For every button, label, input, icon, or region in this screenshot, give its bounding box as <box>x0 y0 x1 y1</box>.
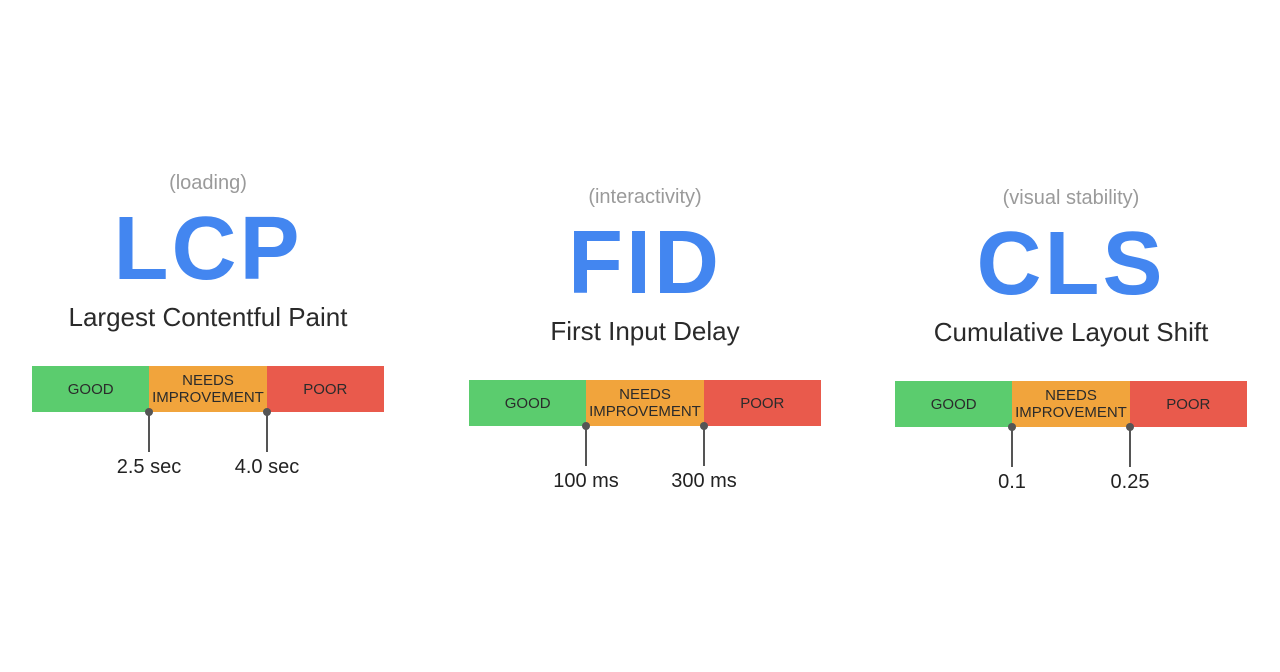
segment-good: GOOD <box>895 381 1013 427</box>
marker-dot <box>145 408 153 416</box>
marker-dot <box>700 422 708 430</box>
marker-line <box>585 426 587 466</box>
marker-line <box>148 412 150 452</box>
segment-poor: POOR <box>266 366 384 412</box>
metric-lcp: (loading) LCP Largest Contentful Paint G… <box>32 170 384 478</box>
marker-dot <box>582 422 590 430</box>
segment-good: GOOD <box>32 366 150 412</box>
segment-needs-improvement: NEEDS IMPROVEMENT <box>149 366 267 412</box>
segment-needs-improvement: NEEDS IMPROVEMENT <box>1012 381 1130 427</box>
segment-poor: POOR <box>703 380 821 426</box>
metric-abbreviation: FID <box>568 213 722 313</box>
marker-line <box>266 412 268 452</box>
threshold-label-good: 0.1 <box>998 471 1026 493</box>
metric-abbreviation: LCP <box>113 199 303 299</box>
marker-dot <box>263 408 271 416</box>
marker-dot <box>1126 423 1134 431</box>
threshold-label-good: 2.5 sec <box>116 456 182 478</box>
threshold-label-poor: 4.0 sec <box>234 456 300 478</box>
marker-dot <box>1008 423 1016 431</box>
threshold-label-poor: 0.25 <box>1110 471 1150 493</box>
threshold-label-good: 100 ms <box>553 470 619 492</box>
metric-subtitle: (loading) <box>169 172 247 194</box>
segment-needs-improvement: NEEDS IMPROVEMENT <box>586 380 704 426</box>
metric-abbreviation: CLS <box>976 214 1166 314</box>
threshold-bar: GOOD NEEDS IMPROVEMENT POOR 0.1 0.25 <box>895 381 1247 493</box>
segment-good: GOOD <box>469 380 587 426</box>
metric-full-name: First Input Delay <box>550 316 740 346</box>
metric-fid: (interactivity) FID First Input Delay GO… <box>469 184 821 492</box>
threshold-label-poor: 300 ms <box>671 470 737 492</box>
metric-full-name: Cumulative Layout Shift <box>933 317 1209 347</box>
metric-subtitle: (interactivity) <box>588 186 702 208</box>
threshold-bar: GOOD NEEDS IMPROVEMENT POOR 2.5 sec 4.0 … <box>32 366 384 478</box>
marker-line <box>1011 427 1013 467</box>
metric-cls: (visual stability) CLS Cumulative Layout… <box>895 185 1247 493</box>
metric-full-name: Largest Contentful Paint <box>68 302 348 332</box>
marker-line <box>703 426 705 466</box>
segment-poor: POOR <box>1129 381 1247 427</box>
marker-line <box>1129 427 1131 467</box>
metric-subtitle: (visual stability) <box>1002 187 1140 209</box>
threshold-bar: GOOD NEEDS IMPROVEMENT POOR 100 ms 300 m… <box>469 380 821 492</box>
